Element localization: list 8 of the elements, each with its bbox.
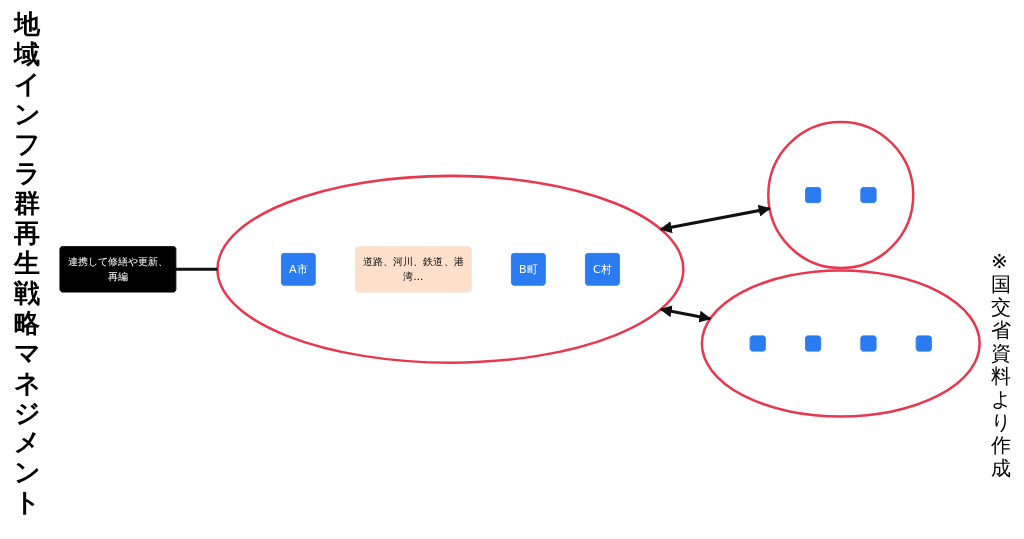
group-circle <box>216 174 685 365</box>
group-circle <box>700 269 982 418</box>
group-circle <box>767 121 915 270</box>
source-caption: ※国交省資料より作成 <box>991 250 1012 480</box>
double-arrow <box>660 204 772 234</box>
diagram-title: 地域インフラ群再生戦略マネジメント <box>14 10 42 519</box>
double-arrow <box>660 305 712 323</box>
connector-line <box>176 268 218 271</box>
